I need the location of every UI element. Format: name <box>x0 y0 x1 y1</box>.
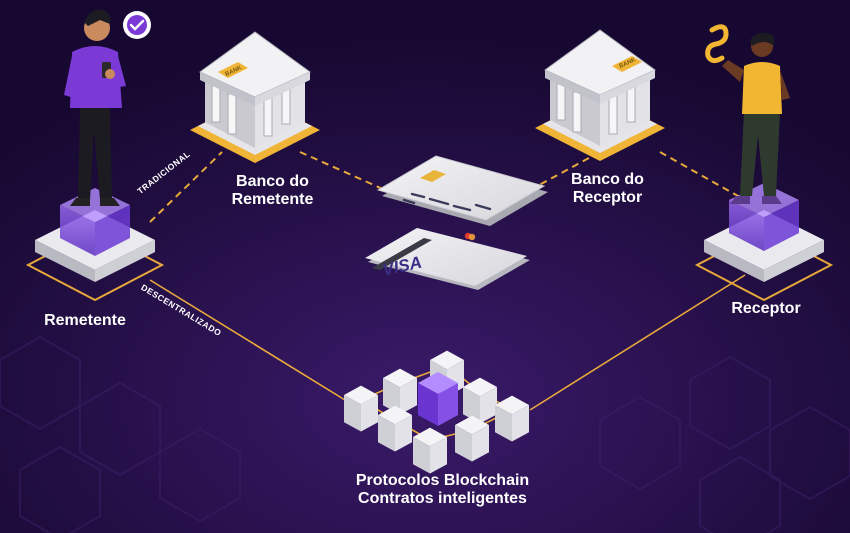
traditional-path <box>149 151 746 223</box>
sender-platform <box>25 188 165 302</box>
blockchain-cubes <box>344 350 529 474</box>
receiver-label: Receptor <box>731 300 801 317</box>
block-cube <box>383 368 417 415</box>
receiver-person-illustration <box>722 32 790 204</box>
sender-bank-label: Banco do Remetente <box>205 173 340 208</box>
block-cube-highlight <box>418 372 458 426</box>
block-cube <box>413 427 447 474</box>
receiver-bank-label-line2: Receptor <box>572 188 643 206</box>
receiver-bank-illustration <box>535 29 665 161</box>
hex-pattern <box>0 335 850 533</box>
block-cube <box>344 385 378 432</box>
sender-bank-illustration <box>190 31 320 163</box>
receiver-bank-label-line1: Banco do <box>571 171 644 188</box>
sender-bank-label-line2: Remetente <box>231 190 314 208</box>
credit-card-front <box>376 155 548 241</box>
block-cube <box>455 415 489 462</box>
sender-bank-label-line1: Banco do <box>236 173 309 190</box>
coin-icon <box>705 24 729 64</box>
check-badge-icon <box>123 11 151 39</box>
sender-person-illustration <box>64 9 126 206</box>
decentralized-path <box>149 274 746 411</box>
block-cube <box>463 377 497 424</box>
block-cube <box>378 405 412 452</box>
credit-card-back <box>365 228 530 290</box>
receiver-bank-label: Banco do Receptor <box>540 171 675 206</box>
block-cube <box>495 395 529 442</box>
blockchain-label-line1: Protocolos Blockchain <box>355 472 530 489</box>
blockchain-label: Protocolos Blockchain Contratos intelige… <box>300 472 585 507</box>
blockchain-label-line2: Contratos inteligentes <box>358 489 527 507</box>
sender-label: Remetente <box>44 312 126 329</box>
